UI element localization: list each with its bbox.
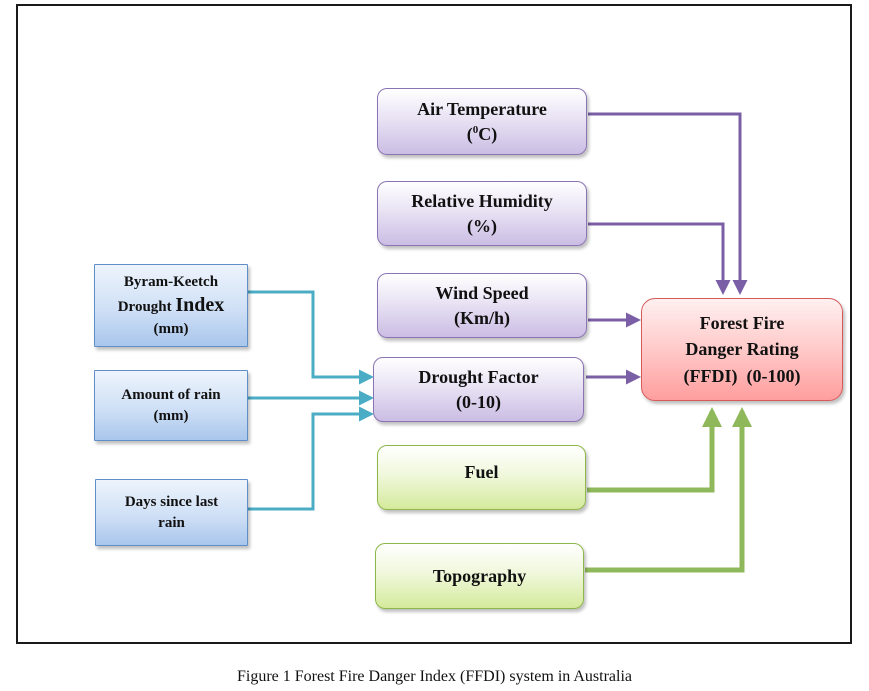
days-since-rain-box: Days since last rain <box>95 479 248 546</box>
topography-box: Topography <box>375 543 584 609</box>
kbdi-label-line1: Byram-Keetch <box>123 273 219 290</box>
kbdi-box: Byram-Keetch Drought Index (mm) <box>94 264 248 347</box>
wind-speed-box: Wind Speed (Km/h) <box>377 273 587 338</box>
drought-factor-box: Drought Factor (0-10) <box>373 357 584 422</box>
wind-speed-label: Wind Speed <box>435 283 529 304</box>
ffdi-label-line2: Danger Rating <box>685 339 799 360</box>
topography-label: Topography <box>432 565 527 586</box>
kbdi-label-line2: Drought Index <box>117 294 225 316</box>
relative-humidity-label: Relative Humidity <box>411 191 553 212</box>
arrow-kbdi-to-drought <box>248 290 374 385</box>
fuel-label: Fuel <box>464 462 499 482</box>
days-since-rain-label-line1: Days since last <box>124 494 219 511</box>
wind-speed-unit: (Km/h) <box>454 307 510 328</box>
arrow-humidity-to-ffdi <box>588 222 731 295</box>
days-since-rain-label-line2: rain <box>158 514 185 531</box>
drought-factor-range: (0-10) <box>456 391 501 412</box>
ffdi-box: Forest Fire Danger Rating (FFDI) (0-100) <box>641 298 843 401</box>
rain-amount-label: Amount of rain <box>121 387 221 404</box>
rain-amount-unit: (mm) <box>153 407 189 424</box>
rain-amount-box: Amount of rain (mm) <box>94 370 248 441</box>
air-temperature-box: Air Temperature (0C) <box>377 88 587 155</box>
relative-humidity-unit: (%) <box>467 215 497 236</box>
ffdi-label-line3: (FFDI) (0-100) <box>683 365 801 386</box>
arrow-days-to-drought <box>248 406 374 511</box>
arrow-air-temperature-to-ffdi <box>588 112 748 295</box>
arrow-topography-to-ffdi <box>585 407 752 573</box>
fuel-box: Fuel <box>377 445 586 510</box>
arrow-fuel-to-ffdi <box>587 407 722 493</box>
relative-humidity-box: Relative Humidity (%) <box>377 181 587 246</box>
figure-caption: Figure 1 Forest Fire Danger Index (FFDI)… <box>236 668 633 685</box>
drought-factor-label: Drought Factor <box>418 367 539 388</box>
air-temperature-label: Air Temperature <box>417 99 547 120</box>
kbdi-unit: (mm) <box>153 321 189 337</box>
ffdi-label-line1: Forest Fire <box>699 313 785 334</box>
air-temperature-unit: (0C) <box>466 123 498 144</box>
